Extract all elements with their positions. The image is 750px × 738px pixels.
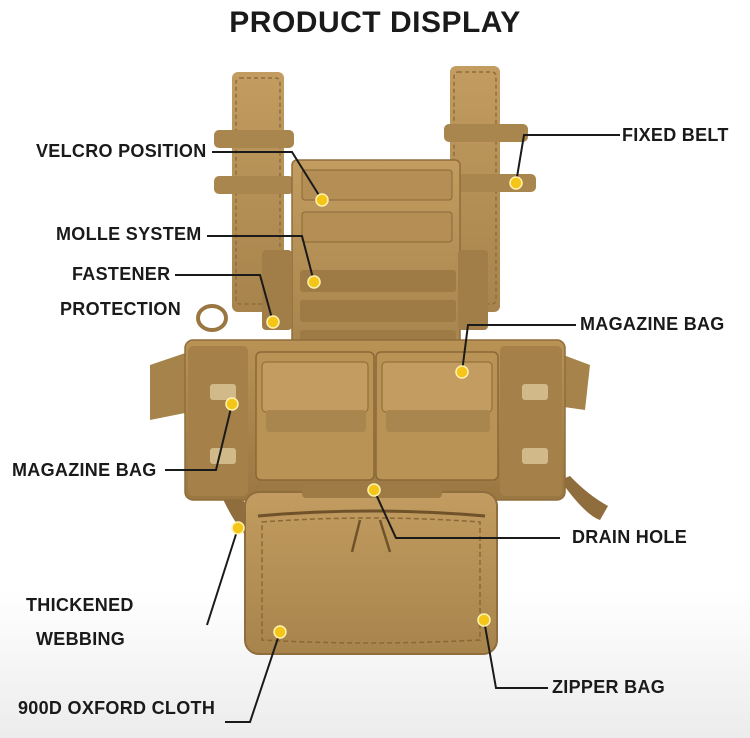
- magazine-pouch-right: [375, 351, 499, 481]
- magazine-belt: [184, 339, 566, 501]
- label-velcro-position: VELCRO POSITION: [36, 141, 207, 161]
- label-molle-system: MOLLE SYSTEM: [56, 224, 202, 244]
- front-panel: [291, 159, 461, 353]
- zipper-bag: [244, 491, 498, 655]
- label-zipper-bag: ZIPPER BAG: [552, 677, 666, 697]
- strap-loop: [444, 124, 528, 142]
- thickened-webbing: [560, 476, 608, 520]
- label-thickened: THICKENED: [26, 595, 134, 615]
- magazine-pouch-left: [255, 351, 375, 481]
- label-magazine-bag-right: MAGAZINE BAG: [580, 314, 725, 334]
- strap-loop: [214, 130, 294, 148]
- page-title: PRODUCT DISPLAY: [229, 6, 521, 39]
- label-drain-hole: DRAIN HOLE: [572, 527, 687, 547]
- label-protection: PROTECTION: [60, 299, 182, 319]
- strap-loop: [214, 176, 294, 194]
- d-ring: [196, 304, 228, 332]
- marker-dots: [225, 176, 523, 639]
- label-900d-oxford-cloth: 900D OXFORD CLOTH: [18, 698, 216, 718]
- leader-lines: [165, 134, 620, 723]
- label-fixed-belt: FIXED BELT: [622, 125, 729, 145]
- label-webbing: WEBBING: [36, 629, 126, 649]
- label-fastener: FASTENER: [72, 264, 171, 284]
- side-fastener-strap: [458, 250, 488, 330]
- label-magazine-bag-left: MAGAZINE BAG: [12, 460, 157, 480]
